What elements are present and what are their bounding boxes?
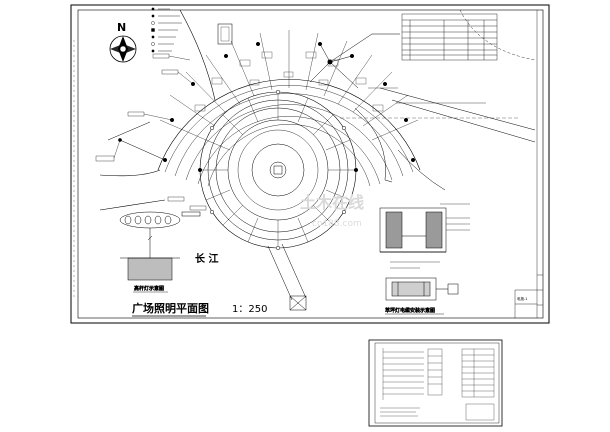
- lamp-symbol: [341, 125, 347, 131]
- leader-label: [189, 205, 207, 211]
- north-arrow: N: [109, 21, 137, 63]
- legend-row: [151, 14, 180, 18]
- lamp-symbol: [275, 245, 281, 251]
- lamp-fixtures: [118, 41, 416, 251]
- lamp-symbol: [209, 125, 215, 131]
- lamp-symbol: [255, 41, 261, 47]
- lamp-symbol: [341, 209, 347, 215]
- radial-paving-lines: [159, 30, 419, 141]
- lamp-symbol: [403, 117, 409, 123]
- cable-detail-caption: 草坪灯电缆安装示意图: [385, 307, 435, 314]
- drawing-scale: 1：250: [232, 304, 267, 315]
- legend-row: [151, 42, 174, 46]
- main-sheet-outer-frame: [70, 4, 550, 324]
- cable-routes: [107, 33, 400, 161]
- main-sheet-inner-frame: [77, 9, 544, 319]
- leader-label: [167, 196, 185, 202]
- drawing-title: 广场照明平面图 1：250: [132, 301, 267, 317]
- lamp-symbol: [197, 167, 203, 173]
- north-label: N: [117, 21, 126, 34]
- leader-annotations: [95, 53, 486, 211]
- legend-row: [151, 49, 172, 53]
- lamp-symbol: [410, 157, 416, 163]
- drawing-title-text: 广场照明平面图: [132, 301, 209, 315]
- leader-label: [127, 111, 173, 121]
- sheet-number: 电施-1: [517, 296, 528, 301]
- legend-row: [151, 35, 176, 39]
- watermark-text: 土木在线: [300, 193, 364, 212]
- legend-row: [151, 7, 170, 11]
- lamp-symbol: [382, 81, 388, 87]
- walkway: [267, 243, 307, 311]
- pole-lamp-detail: 高杆灯示意图: [119, 211, 201, 292]
- watermark-url: co188.com: [312, 219, 362, 229]
- secondary-sheet-frame: [368, 339, 503, 427]
- leader-label: [152, 53, 191, 61]
- legend: [151, 7, 182, 53]
- cable-schedule-table: [401, 13, 498, 61]
- plaza-plan: [157, 30, 421, 187]
- cable-install-detail: 草坪灯电缆安装示意图: [379, 203, 470, 314]
- legend-row: [151, 21, 182, 25]
- lamp-symbol: [223, 53, 229, 59]
- pole-detail-caption: 高杆灯示意图: [134, 285, 164, 292]
- lamp-symbol: [275, 89, 281, 95]
- legend-row: [151, 28, 178, 32]
- secondary-sheet: [368, 339, 503, 427]
- leader-label: [161, 69, 194, 85]
- lamp-symbol: [353, 167, 359, 173]
- river-label: 长 江: [195, 252, 218, 265]
- title-block: [514, 10, 543, 318]
- lamp-symbol: [209, 209, 215, 215]
- main-sheet: [70, 4, 550, 324]
- system-diagram: [380, 348, 495, 421]
- leader-label: [95, 139, 121, 162]
- circle-segment-ticks: [200, 92, 356, 248]
- site-boundary: [99, 9, 536, 211]
- watermark: 土木在线 co188.com: [300, 193, 364, 229]
